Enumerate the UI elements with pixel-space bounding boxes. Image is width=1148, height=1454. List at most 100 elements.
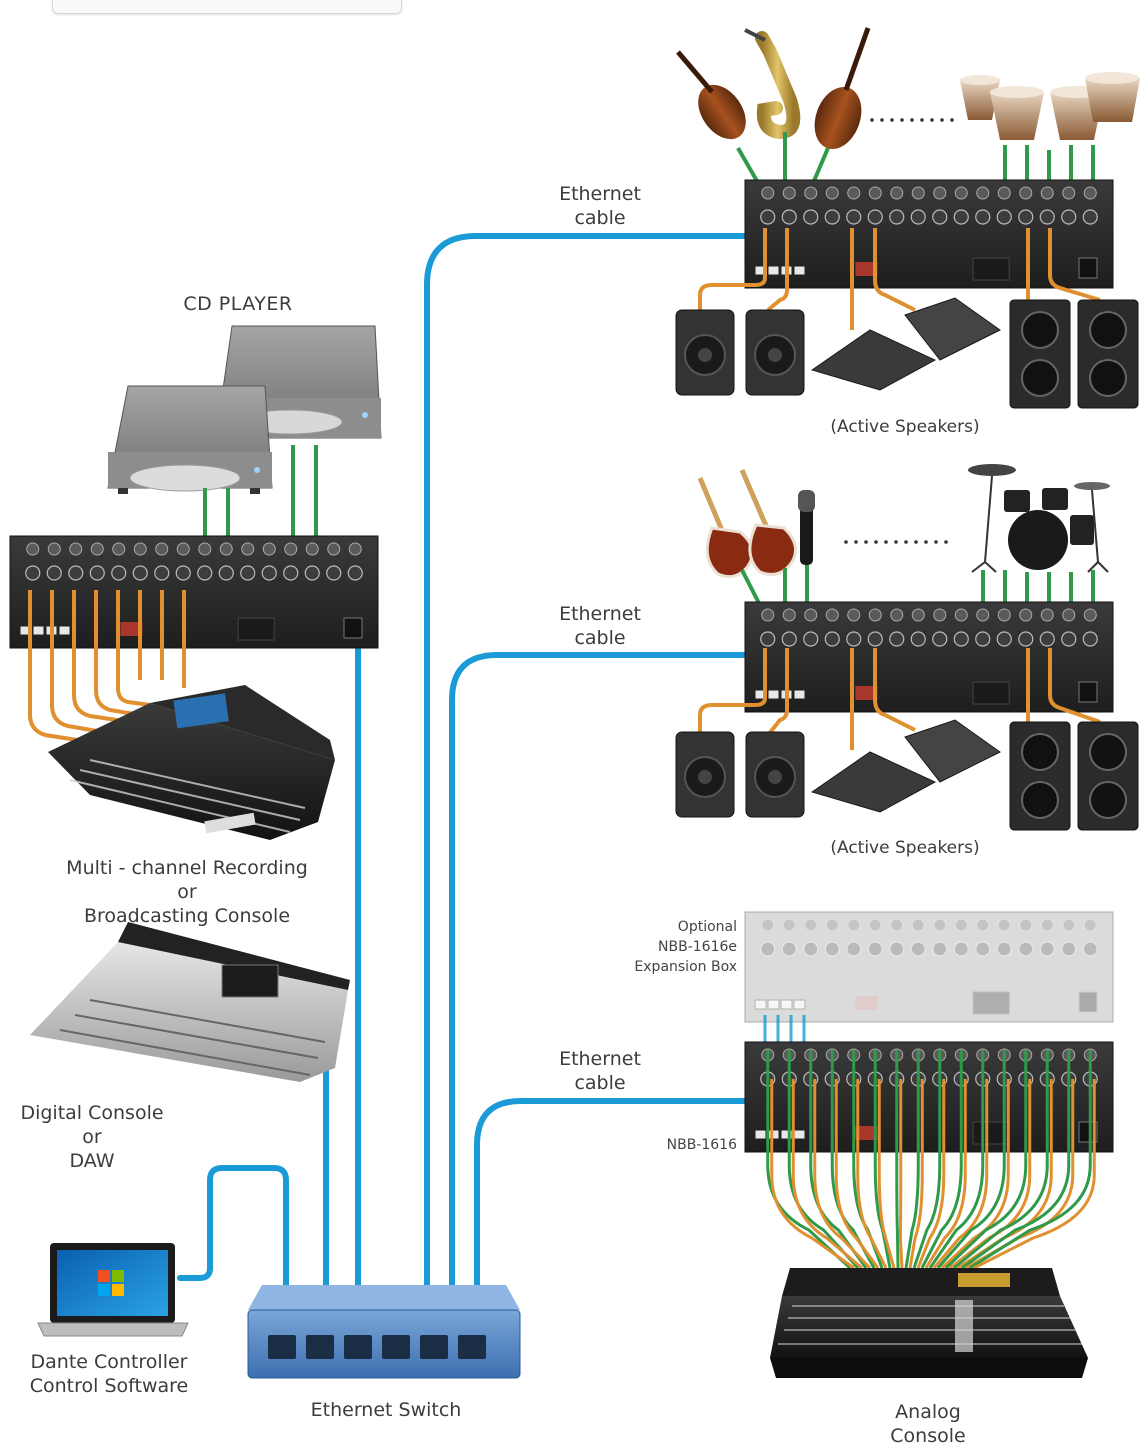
xlr-output-jack <box>975 631 991 647</box>
indicator-panel <box>855 262 878 276</box>
ethernet-cable-label-2-line2: cable <box>574 627 625 649</box>
analog-input-cable <box>928 1050 985 1269</box>
xlr-input-jack <box>890 608 904 622</box>
mixing-console-icon <box>48 685 335 840</box>
analog-output-cable <box>908 1079 924 1269</box>
recording-console-label-line3: Broadcasting Console <box>84 905 290 927</box>
ethernet-cable-label-1-line2: cable <box>574 207 625 229</box>
xlr-output-jack <box>781 209 797 225</box>
analog-console-label-line2: Console <box>890 1425 965 1447</box>
xlr-output-jack <box>283 565 299 581</box>
analog-output-cable <box>973 1079 1096 1270</box>
xlr-input-jack <box>954 608 968 622</box>
xlr-output-jack <box>910 941 926 957</box>
cello-icon <box>814 27 871 149</box>
xlr-input-jack <box>327 542 341 556</box>
analog-output-cable <box>932 1079 989 1269</box>
digital-console-label-line3: DAW <box>69 1150 114 1172</box>
dante-io-box-left <box>9 535 379 649</box>
xlr-output-jack <box>1061 209 1077 225</box>
recording-console-links <box>28 590 186 747</box>
rj45-port <box>754 999 767 1010</box>
xlr-output-jack <box>846 941 862 957</box>
xlr-output-jack <box>803 631 819 647</box>
xlr-input-jack <box>933 918 947 932</box>
analog-input-cable <box>912 1050 942 1269</box>
xlr-output-jack <box>889 631 905 647</box>
xlr-input-jack <box>804 918 818 932</box>
xlr-input-jack <box>1040 608 1054 622</box>
rj45-port <box>780 999 793 1010</box>
xlr-output-jack <box>846 209 862 225</box>
xlr-input-jack <box>1083 608 1097 622</box>
indicator-panel <box>855 686 878 700</box>
rj45-port <box>754 1129 767 1140</box>
xlr-input-jack <box>847 608 861 622</box>
rj45-port <box>767 999 780 1010</box>
xlr-input-jack <box>1019 186 1033 200</box>
xlr-input-jack <box>1040 918 1054 932</box>
xlr-input-jack <box>954 918 968 932</box>
power-inlet <box>1078 1121 1098 1143</box>
dante-controller-label-line2: Control Software <box>30 1375 188 1397</box>
xlr-output-jack <box>867 631 883 647</box>
rack-chassis <box>9 535 379 649</box>
xlr-output-jack <box>218 565 234 581</box>
xlr-input-jack <box>176 542 190 556</box>
xlr-input-jack <box>933 186 947 200</box>
xlr-input-jack <box>954 186 968 200</box>
nbb-1616-label: NBB-1616 <box>667 1137 737 1153</box>
xlr-output-jack <box>824 941 840 957</box>
xlr-output-jack <box>760 209 776 225</box>
analog-console-links <box>766 1050 1096 1270</box>
optional-expansion-label-line3: Expansion Box <box>634 959 737 975</box>
analog-mixing-console-icon <box>770 1268 1088 1378</box>
analog-output-cable <box>791 1079 863 1270</box>
analog-output-cable <box>770 1079 855 1270</box>
xlr-output-jack <box>932 941 948 957</box>
xlr-input-jack <box>155 542 169 556</box>
cd-player-icon <box>107 325 382 494</box>
xlr-input-jack <box>112 542 126 556</box>
xlr-output-jack <box>932 631 948 647</box>
xlr-output-jack <box>932 209 948 225</box>
digital-console-label-line1: Digital Console <box>20 1102 163 1124</box>
xlr-output-jack <box>867 209 883 225</box>
ethernet-cable-middle <box>449 652 748 1293</box>
fan-grille <box>237 617 275 641</box>
xlr-input-jack <box>1062 918 1076 932</box>
xlr-input-jack <box>933 608 947 622</box>
ethernet-cable-top <box>424 233 748 1293</box>
active-speakers-middle <box>675 719 1139 831</box>
xlr-output-jack <box>1018 631 1034 647</box>
digital-console-icon <box>30 922 350 1082</box>
active-speakers-label-2: (Active Speakers) <box>830 838 979 858</box>
ethernet-cables <box>177 233 748 1293</box>
analog-output-cable <box>898 1079 904 1269</box>
xlr-input-jack <box>868 608 882 622</box>
xlr-output-jack <box>824 631 840 647</box>
studio-monitor-icon <box>1077 721 1139 831</box>
optional-expansion-label-line1: Optional <box>678 919 737 935</box>
rj45-port <box>793 999 806 1010</box>
xlr-input-jack <box>90 542 104 556</box>
analog-console-label-line1: Analog <box>895 1401 961 1423</box>
timpani-icon <box>960 72 1140 140</box>
rack-chassis <box>744 911 1114 1023</box>
xlr-output-jack <box>304 565 320 581</box>
xlr-output-jack <box>953 941 969 957</box>
analog-output-cable <box>924 1079 967 1269</box>
analog-input-cable <box>961 1050 1071 1270</box>
indicator-panel <box>855 996 878 1010</box>
ethernet-cable-bottom <box>474 1098 748 1293</box>
power-inlet <box>343 617 363 639</box>
xlr-input-jack <box>868 186 882 200</box>
studio-monitor-icon <box>1009 721 1071 831</box>
xlr-output-jack <box>1039 631 1055 647</box>
xlr-output-jack <box>975 941 991 957</box>
xlr-input-jack <box>348 542 362 556</box>
xlr-output-jack <box>781 631 797 647</box>
xlr-input-jack <box>804 608 818 622</box>
dante-expansion-box <box>744 911 1114 1023</box>
xlr-output-jack <box>197 565 213 581</box>
